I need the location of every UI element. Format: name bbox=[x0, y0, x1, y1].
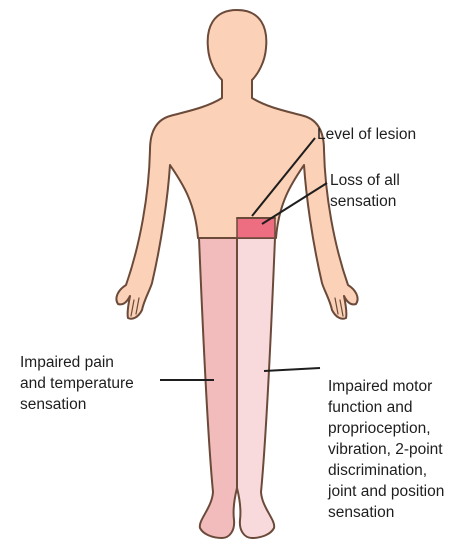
label-text: and temperature bbox=[20, 373, 134, 394]
label-text: discrimination, bbox=[328, 460, 444, 481]
label-text: sensation bbox=[328, 502, 444, 523]
label-text: Level of lesion bbox=[317, 124, 416, 145]
label-impaired-motor: Impaired motor function and propriocepti… bbox=[328, 376, 444, 523]
right-leg bbox=[237, 238, 275, 538]
label-loss-of-all-sensation: Loss of all sensation bbox=[330, 170, 400, 212]
label-text: Impaired pain bbox=[20, 352, 134, 373]
label-text: Loss of all bbox=[330, 170, 400, 191]
label-text: Impaired motor bbox=[328, 376, 444, 397]
label-text: sensation bbox=[20, 394, 134, 415]
label-text: vibration, 2-point bbox=[328, 439, 444, 460]
lesion-band bbox=[237, 218, 275, 238]
left-leg bbox=[199, 238, 237, 538]
label-text: function and bbox=[328, 397, 444, 418]
label-level-of-lesion: Level of lesion bbox=[317, 124, 416, 145]
label-text: proprioception, bbox=[328, 418, 444, 439]
label-text: joint and position bbox=[328, 481, 444, 502]
label-text: sensation bbox=[330, 191, 400, 212]
leader-impaired-motor bbox=[264, 368, 320, 371]
label-impaired-pain-temperature: Impaired pain and temperature sensation bbox=[20, 352, 134, 415]
